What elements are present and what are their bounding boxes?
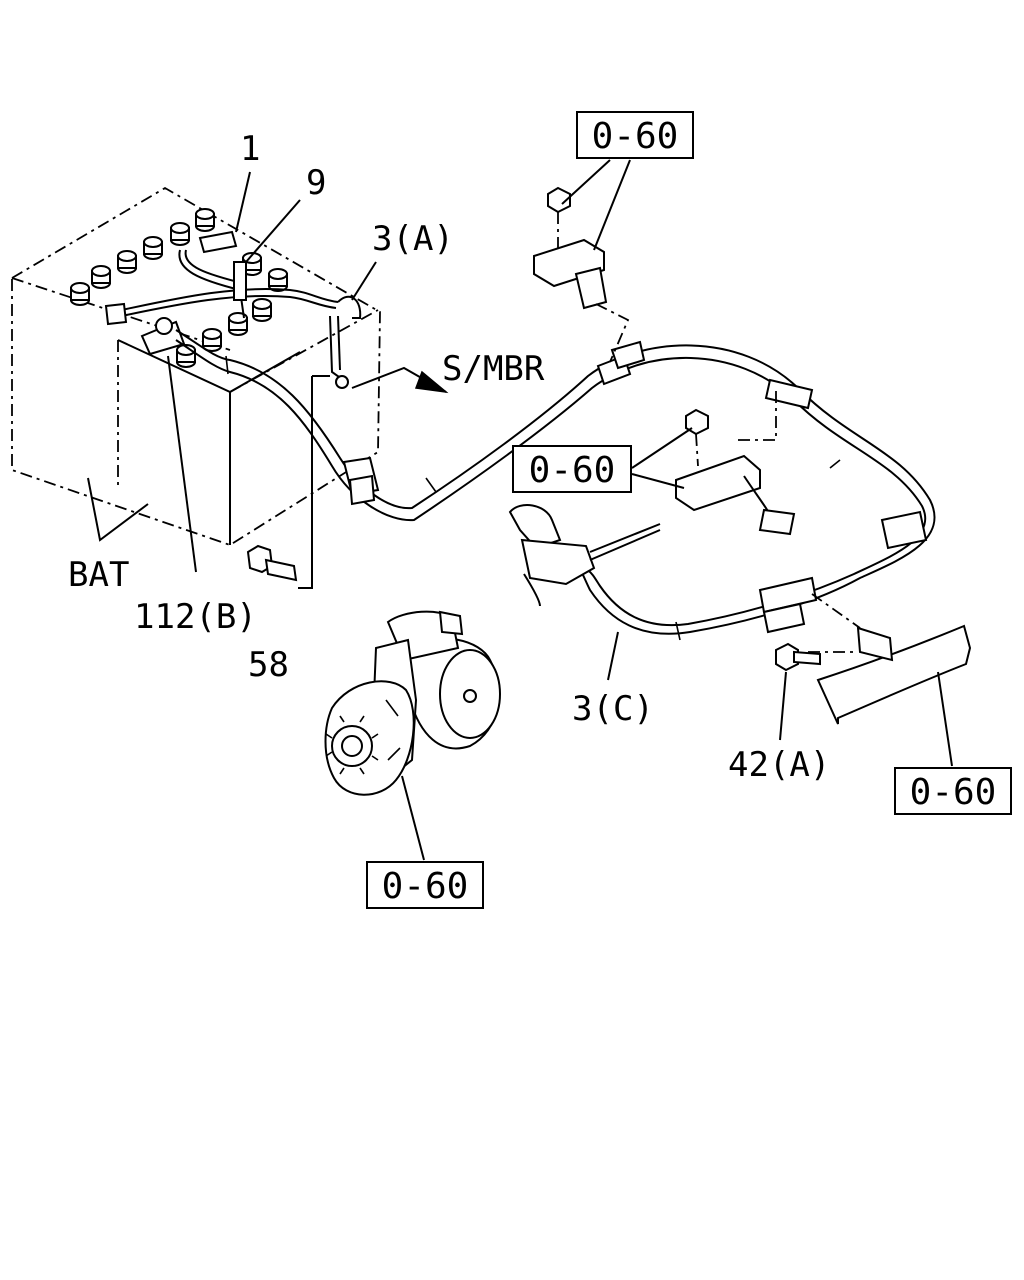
callout-part-3a: 3(A) [372, 219, 454, 259]
callout-part-3c: 3(C) [572, 689, 654, 729]
ref-box-top[interactable]: 0-60 [576, 111, 694, 159]
battery-caps [70, 208, 288, 368]
starter-motor [324, 610, 501, 796]
ref-box-bottom[interactable]: 0-60 [366, 861, 484, 909]
callout-part-112b: 112(B) [134, 597, 257, 637]
right-bracket [808, 593, 972, 725]
main-cable [175, 329, 936, 641]
s-mbr-arrow [298, 366, 449, 589]
ref-box-top-label: 0-60 [592, 116, 679, 157]
ref-box-bottom-label: 0-60 [382, 866, 469, 907]
callout-bat: BAT [68, 555, 129, 595]
callout-part-1: 1 [240, 129, 260, 169]
leader-lines [87, 159, 953, 861]
callout-part-42a: 42(A) [728, 745, 830, 785]
battery-assembly [11, 186, 381, 546]
ref-box-right[interactable]: 0-60 [894, 767, 1012, 815]
bolt-42a [775, 642, 821, 672]
ref-box-middle-label: 0-60 [529, 450, 616, 491]
cable-3a [329, 295, 362, 389]
bolt-58 [246, 544, 298, 582]
callout-s-mbr: S/MBR [442, 349, 545, 389]
upper-bracket [533, 186, 630, 363]
middle-bracket [675, 388, 796, 536]
callout-part-58: 58 [248, 645, 289, 685]
cable-3c-terminal [508, 504, 661, 607]
ref-box-middle[interactable]: 0-60 [512, 445, 632, 493]
callout-part-9: 9 [306, 163, 326, 203]
ref-box-right-label: 0-60 [910, 772, 997, 813]
